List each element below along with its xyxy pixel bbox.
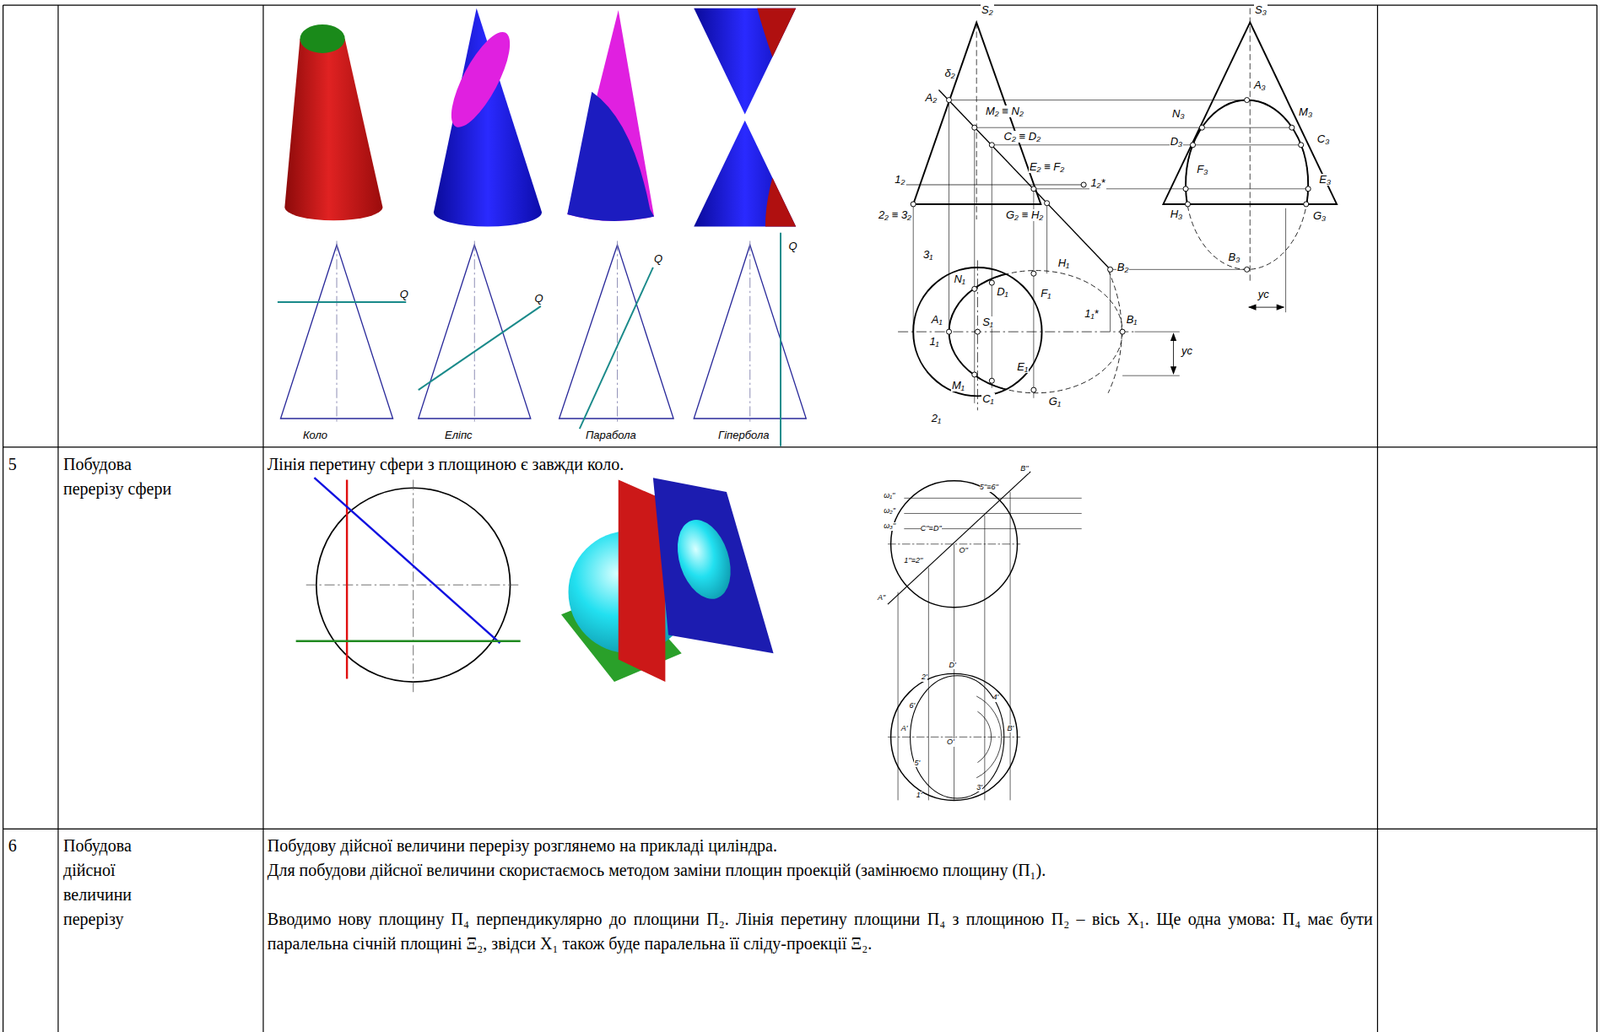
point-label: A₁ [930, 313, 944, 326]
point-label: D₃ [1169, 135, 1184, 148]
point-label: N₁ [952, 273, 967, 286]
point-label: δ₂ [944, 67, 957, 80]
point-label: O' [946, 738, 955, 746]
point-label: C₃ [1316, 133, 1331, 146]
point-label: O'' [959, 546, 968, 555]
table-grid [3, 5, 1598, 1032]
point-label: C₂ ≡ D₂ [1003, 130, 1043, 143]
table-cell: 6 [8, 833, 17, 859]
point-label: D' [949, 661, 957, 670]
point-label: Q [399, 288, 410, 301]
point-label: 6' [908, 702, 915, 710]
point-label: 2' [921, 673, 928, 682]
point-label: S₂ [980, 4, 995, 17]
point-label: G₂ ≡ H₂ [1005, 209, 1044, 222]
table-cell: Побудова дійсної величини перерізу [63, 833, 186, 932]
point-label: Коло [302, 429, 329, 442]
sphere-section-schemes [296, 477, 521, 694]
point-label: S₃ [1254, 4, 1268, 17]
point-label: S₁ [981, 316, 995, 329]
point-label: 1₂ [893, 173, 906, 186]
point-label: 5''≡6'' [979, 483, 999, 492]
point-label: 3₁ [922, 248, 934, 261]
table-cell: Побудова перерізу сфери [63, 452, 186, 502]
paragraph: Для побудови дійсної величини скористаєм… [267, 858, 1373, 883]
point-label: A₃ [1253, 79, 1267, 92]
point-label: G₁ [1048, 395, 1062, 408]
cone-section-schemes [277, 232, 806, 447]
point-label: Q [788, 240, 799, 253]
point-label: F₃ [1195, 163, 1209, 176]
paragraph: Вводимо нову площину П₄ перпендикулярно … [267, 907, 1373, 957]
point-label: D₁ [995, 286, 1010, 298]
point-label: M₂ ≡ N₂ [984, 105, 1025, 118]
point-label: Парабола [584, 429, 638, 442]
point-label: B₁ [1125, 313, 1139, 326]
sphere-3d-figure [561, 477, 774, 682]
point-label: ω₃'' [883, 522, 896, 530]
point-label: E₁ [1016, 361, 1029, 373]
sphere-projection-drawing [887, 471, 1082, 801]
point-label: 1₂* [1089, 177, 1106, 190]
point-label: 5' [913, 759, 920, 768]
point-label: E₂ ≡ F₂ [1028, 161, 1065, 173]
point-label: 1''≡2'' [903, 556, 923, 565]
table-cell: Лінія перетину сфери з площиною є завжди… [267, 452, 625, 477]
point-label: Q [533, 292, 544, 305]
point-label: B'' [1020, 464, 1028, 473]
point-label: F₁ [1039, 287, 1052, 300]
point-label: M₃ [1297, 106, 1314, 119]
point-label: A' [901, 724, 909, 733]
point-label: 3' [976, 783, 983, 792]
point-label: 2₁ [930, 412, 942, 425]
point-label: Гіпербола [717, 429, 770, 442]
point-label: B₃ [1227, 251, 1242, 264]
cone-projection-drawing [897, 8, 1337, 411]
point-label: G₃ [1312, 210, 1327, 222]
cone-3d-figures [284, 8, 796, 228]
point-label: 1₁* [1083, 308, 1099, 320]
point-label: ω₂'' [883, 507, 896, 515]
point-label: 2₂ ≡ 3₂ [877, 209, 913, 222]
point-label: N₃ [1171, 108, 1186, 120]
point-label: B' [1007, 724, 1015, 733]
point-label: yc [1180, 345, 1194, 357]
point-label: C''≡D'' [920, 524, 942, 533]
paragraph: Побудову дійсної величини перерізу розгл… [267, 833, 1373, 859]
point-label: 4' [993, 693, 1000, 702]
point-label: 1' [916, 791, 923, 800]
table-cell: 5 [8, 452, 17, 477]
point-label: M₁ [951, 379, 966, 392]
point-label: A₂ [924, 91, 939, 104]
point-label: yc [1257, 288, 1271, 301]
point-label: A'' [877, 594, 886, 602]
point-label: H₁ [1057, 257, 1071, 270]
point-label: ω₁'' [883, 491, 895, 500]
point-label: E₃ [1318, 173, 1332, 186]
point-label: Еліпс [443, 429, 474, 442]
point-label: H₃ [1169, 208, 1184, 221]
point-label: 1₁ [928, 335, 940, 348]
point-label: B₂ [1116, 261, 1130, 274]
point-label: C₁ [981, 393, 995, 406]
point-label: Q [653, 253, 664, 265]
